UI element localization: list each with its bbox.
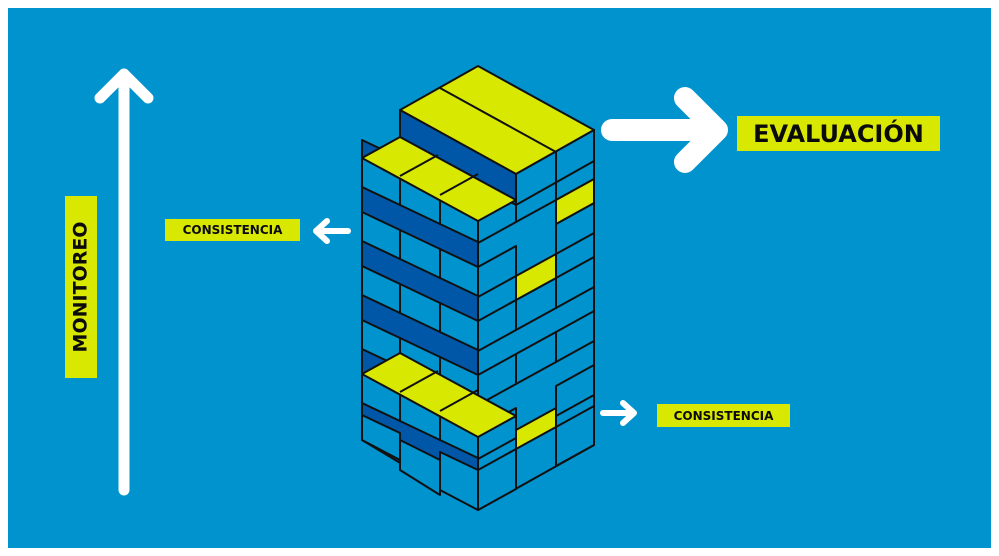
arrow-left-icon: [313, 218, 351, 244]
arrow-up-icon: [94, 68, 154, 496]
monitoring-label-text: MONITOREO: [69, 221, 92, 353]
consistency-label-left: CONSISTENCIA: [165, 219, 300, 241]
evaluation-label: EVALUACIÓN: [737, 116, 940, 151]
consistency-label-right: CONSISTENCIA: [657, 404, 790, 427]
jenga-tower-icon: [361, 65, 595, 511]
monitoring-label: MONITOREO: [65, 196, 97, 378]
arrow-right-icon: [601, 87, 728, 173]
arrow-right-small-icon: [600, 400, 637, 426]
